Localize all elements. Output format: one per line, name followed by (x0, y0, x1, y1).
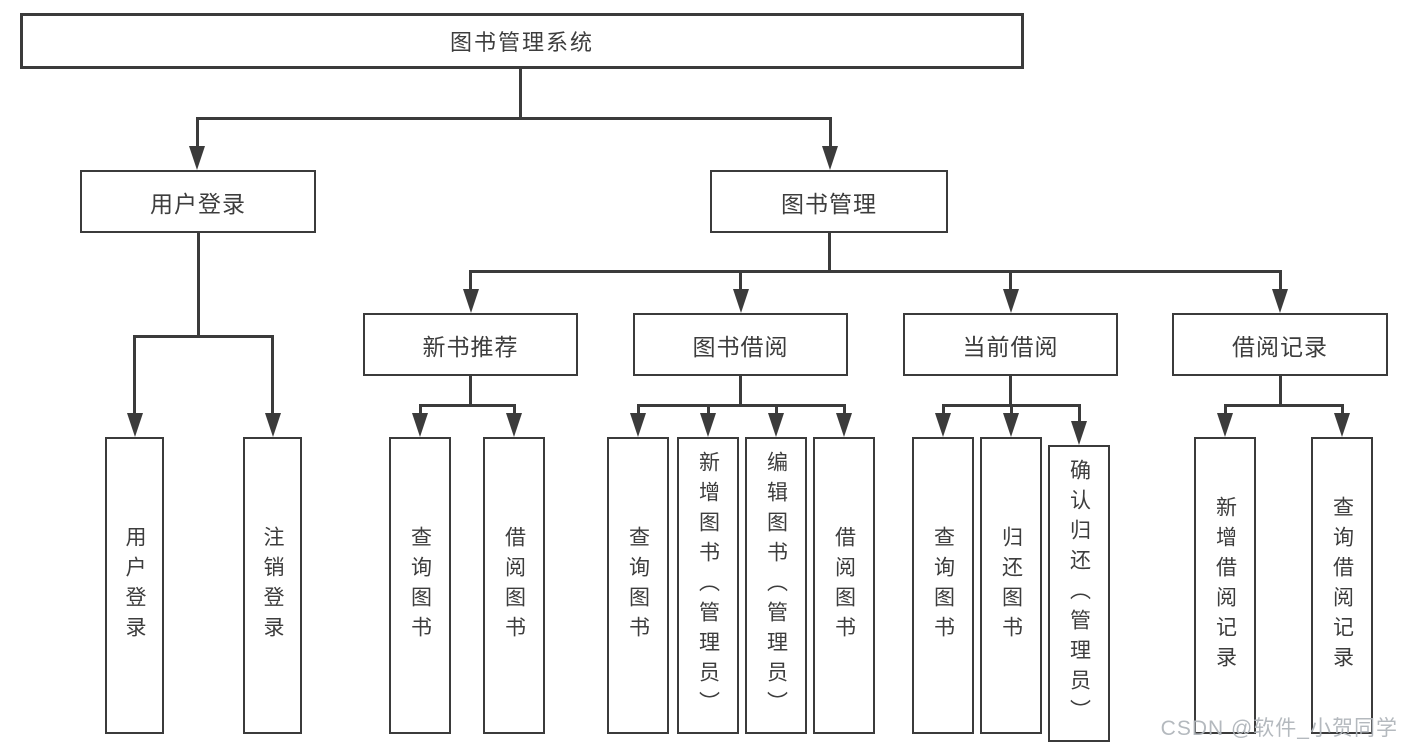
node-return-books-label: 归还图书 (999, 525, 1023, 646)
connector-line-v (842, 404, 846, 417)
connector-line-v (196, 231, 200, 337)
node-user-login-leaf: 用户登录 (105, 437, 164, 734)
node-query-books-current-label: 查询图书 (931, 525, 955, 646)
csdn-watermark: CSDN @软件_小贺同学 (1160, 717, 1398, 740)
node-library-management-system-label: 图书管理系统 (449, 30, 594, 55)
connector-line-v (828, 117, 832, 150)
connector-line-v (1009, 270, 1012, 293)
connector-line-v (941, 404, 945, 417)
node-query-books-borrowing: 查询图书 (607, 437, 669, 734)
node-book-management: 图书管理 (710, 170, 948, 233)
node-library-management-system: 图书管理系统 (20, 13, 1024, 69)
arrow-down-icon (1217, 413, 1233, 437)
node-book-borrowing: 图书借阅 (633, 313, 848, 376)
node-user-login: 用户登录 (80, 170, 316, 233)
node-borrowing-records: 借阅记录 (1172, 313, 1388, 376)
arrow-down-icon (732, 289, 749, 313)
connector-line-v (827, 231, 831, 272)
arrow-down-icon (462, 289, 479, 313)
node-query-books-current: 查询图书 (912, 437, 974, 734)
node-user-login-leaf-label: 用户登录 (123, 525, 146, 646)
node-current-borrowing: 当前借阅 (903, 313, 1118, 376)
connector-line-v (1278, 270, 1282, 293)
connector-line-v (418, 404, 422, 417)
connector-line-h (1223, 404, 1344, 407)
arrow-down-icon (700, 413, 716, 437)
node-user-login-label: 用户登录 (150, 190, 246, 217)
arrow-down-icon (822, 146, 838, 170)
node-current-borrowing-label: 当前借阅 (962, 333, 1059, 360)
arrow-down-icon (836, 413, 852, 437)
node-borrow-books-borrowing-label: 借阅图书 (832, 525, 856, 646)
node-query-books-recommend: 查询图书 (389, 437, 451, 734)
connector-line-v (1223, 404, 1227, 417)
node-logout-leaf: 注销登录 (243, 437, 302, 734)
node-borrowing-records-label: 借阅记录 (1232, 333, 1328, 360)
connector-line-v (1009, 374, 1012, 406)
node-confirm-return-admin: 确认归还（管理员） (1048, 445, 1110, 742)
connector-line-h (133, 335, 274, 338)
connector-line-h (636, 404, 846, 407)
connector-line-v (1278, 374, 1282, 406)
node-borrow-books-recommend-label: 借阅图书 (502, 525, 526, 646)
arrow-down-icon (126, 413, 143, 437)
node-edit-books-admin: 编辑图书（管理员） (745, 437, 807, 734)
connector-line-h (418, 404, 516, 407)
arrow-down-icon (264, 413, 281, 437)
node-query-borrow-record: 查询借阅记录 (1311, 437, 1373, 734)
connector-line-v (774, 404, 778, 417)
node-new-book-recommendation: 新书推荐 (363, 313, 578, 376)
connector-line-v (469, 270, 472, 293)
node-add-borrow-record: 新增借阅记录 (1194, 437, 1256, 734)
connector-line-h (195, 117, 832, 120)
node-book-borrowing-label: 图书借阅 (692, 333, 789, 360)
arrow-down-icon (1002, 289, 1019, 313)
arrow-down-icon (935, 413, 951, 437)
node-confirm-return-admin-label: 确认归还（管理员） (1067, 458, 1091, 729)
connector-line-v (1009, 404, 1013, 417)
node-borrow-books-borrowing: 借阅图书 (813, 437, 875, 734)
connector-line-v (636, 404, 640, 417)
connector-line-v (133, 335, 136, 417)
node-add-borrow-record-label: 新增借阅记录 (1213, 495, 1237, 676)
connector-line-v (271, 335, 274, 417)
connector-line-v (1077, 404, 1081, 425)
arrow-down-icon (1272, 289, 1288, 313)
node-edit-books-admin-label: 编辑图书（管理员） (764, 450, 788, 721)
arrow-down-icon (1071, 421, 1087, 445)
connector-line-v (739, 270, 742, 293)
arrow-down-icon (506, 413, 522, 437)
node-query-borrow-record-label: 查询借阅记录 (1330, 495, 1354, 676)
connector-line-v (512, 404, 516, 417)
connector-line-v (195, 117, 199, 150)
arrow-down-icon (1003, 413, 1019, 437)
arrow-down-icon (1334, 413, 1350, 437)
arrow-down-icon (768, 413, 784, 437)
node-add-books-admin-label: 新增图书（管理员） (696, 450, 720, 721)
connector-line-h (469, 270, 1281, 273)
node-query-books-recommend-label: 查询图书 (408, 525, 432, 646)
node-add-books-admin: 新增图书（管理员） (677, 437, 739, 734)
node-query-books-borrowing-label: 查询图书 (626, 525, 650, 646)
connector-line-v (1340, 404, 1344, 417)
node-new-book-recommendation-label: 新书推荐 (422, 333, 519, 360)
node-return-books: 归还图书 (980, 437, 1042, 734)
connector-line-v (706, 404, 710, 417)
connector-line-v (518, 67, 522, 120)
node-logout-leaf-label: 注销登录 (261, 525, 284, 646)
node-book-management-label: 图书管理 (781, 190, 877, 217)
connector-line-v (469, 374, 472, 406)
node-borrow-books-recommend: 借阅图书 (483, 437, 545, 734)
arrow-down-icon (412, 413, 428, 437)
arrow-down-icon (189, 146, 205, 170)
arrow-down-icon (630, 413, 646, 437)
connector-line-v (739, 374, 742, 406)
